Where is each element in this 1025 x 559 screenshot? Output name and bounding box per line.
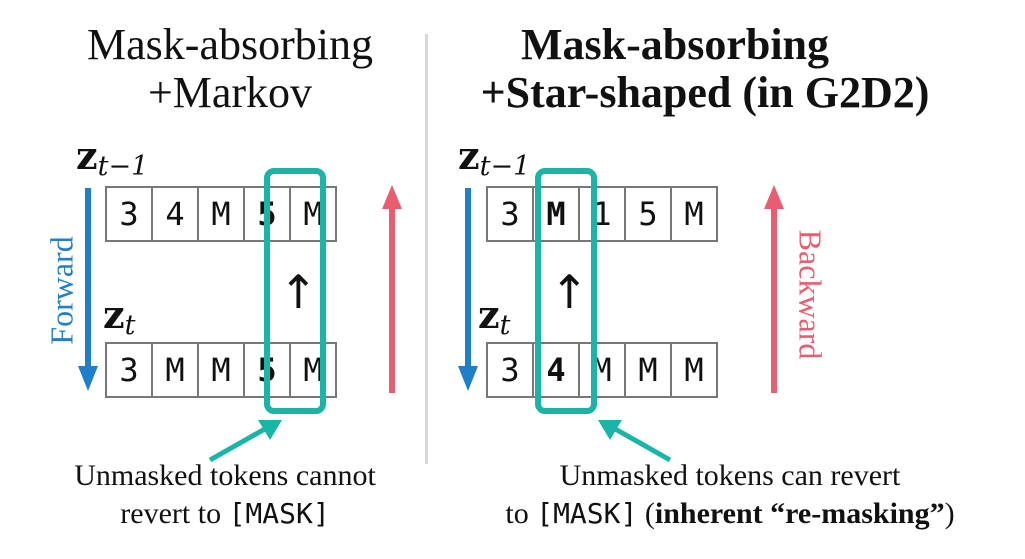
forward-arrow-right xyxy=(458,188,478,391)
token-cell: M xyxy=(684,351,704,389)
right-highlight-box xyxy=(535,168,597,414)
left-caption-line2: revert to [MASK] xyxy=(120,497,330,530)
right-title-line2: +Star-shaped (in G2D2) xyxy=(480,68,930,117)
backward-label: Backward xyxy=(792,229,829,360)
left-pointer-arrow xyxy=(208,420,282,463)
token-cell: M xyxy=(684,195,704,233)
forward-arrow xyxy=(78,188,98,391)
right-z-prev-label: zt−1 xyxy=(458,133,531,182)
right-caption-line2: to [MASK] (inherent “re-masking”) xyxy=(505,497,955,530)
token-cell: M xyxy=(580,344,626,396)
token-cell: 3 xyxy=(488,188,534,240)
right-z-t-label: zt xyxy=(478,292,511,341)
token-cell: M xyxy=(153,344,199,396)
right-pointer-arrow xyxy=(598,420,672,463)
token-cell: 5 xyxy=(626,188,672,240)
token-cell-highlighted: 4 xyxy=(534,344,580,396)
right-title: Mask-absorbing +Star-shaped (in G2D2) xyxy=(435,22,975,116)
forward-label: Forward xyxy=(43,236,80,345)
backward-arrow xyxy=(764,185,784,393)
panel-divider xyxy=(425,34,428,464)
left-caption: Unmasked tokens cannot revert to [MASK] xyxy=(20,457,430,533)
left-title: Mask-absorbing +Markov xyxy=(40,22,420,116)
right-title-line1: Mask-absorbing xyxy=(520,20,830,69)
token-cell: M xyxy=(303,195,323,233)
left-z-prev-label: zt−1 xyxy=(76,133,149,182)
token-cell: M xyxy=(303,351,323,389)
backward-arrow-left xyxy=(382,185,402,393)
right-caption: Unmasked tokens can revert to [MASK] (in… xyxy=(440,457,1020,533)
right-caption-line1: Unmasked tokens can revert xyxy=(559,459,901,492)
token-cell: 3 xyxy=(488,344,534,396)
token-cell: 1 xyxy=(580,188,626,240)
token-cell: 3 xyxy=(107,188,153,240)
left-highlight-box xyxy=(264,168,326,414)
right-up-arrow: ↑ xyxy=(550,265,589,319)
right-row-z-prev: 3 M 1 5 M xyxy=(486,186,718,242)
token-cell-highlighted: M xyxy=(534,188,580,240)
token-cell: 3 xyxy=(107,344,153,396)
left-title-line2: +Markov xyxy=(147,68,313,117)
token-cell: M xyxy=(626,344,672,396)
left-caption-line1: Unmasked tokens cannot xyxy=(74,459,376,492)
left-row-z-t: 3 M M 5 M xyxy=(105,342,337,398)
token-cell: M xyxy=(199,344,245,396)
left-title-line1: Mask-absorbing xyxy=(87,20,373,69)
right-row-z-t: 3 4 M M M xyxy=(486,342,718,398)
token-cell: M xyxy=(199,188,245,240)
token-cell: 4 xyxy=(153,188,199,240)
left-z-t-label: zt xyxy=(103,292,136,341)
left-up-arrow: ↑ xyxy=(279,265,318,319)
